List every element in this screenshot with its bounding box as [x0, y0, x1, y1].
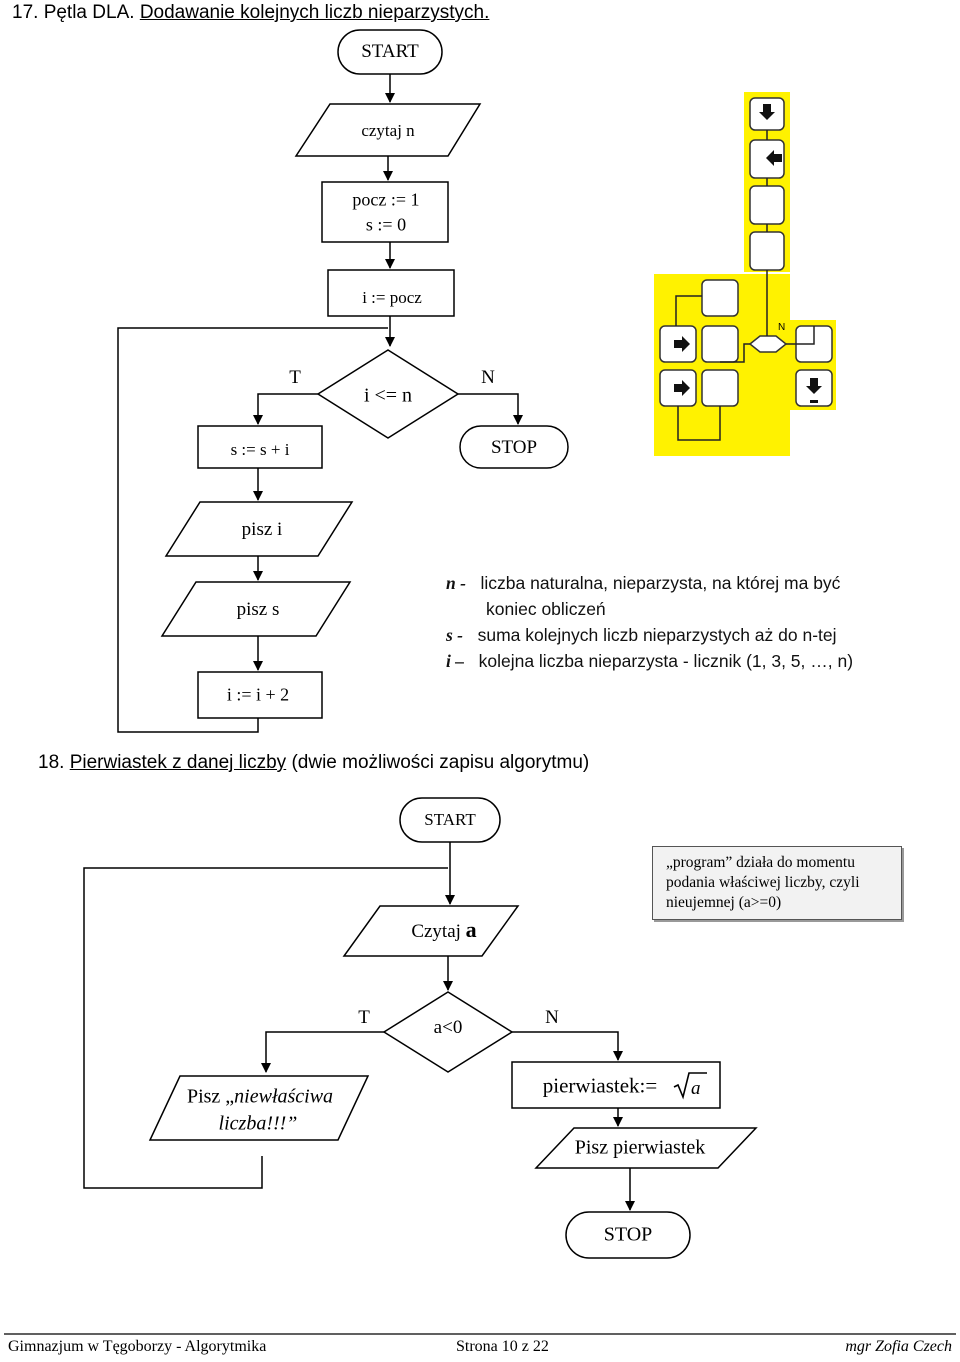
section17-number: 17. Pętla DLA. — [12, 2, 135, 23]
sqrt-icon: a — [672, 1070, 708, 1100]
error-prefix: Pisz „ — [186, 1085, 235, 1108]
footer-page-total: 22 — [532, 1338, 549, 1355]
loop-init-label: i := pocz — [362, 288, 422, 307]
no-label-18: N — [545, 1007, 559, 1028]
section18-title: Pierwiastek z danej liczby — [69, 752, 287, 773]
legend-text-n: liczba naturalna, nieparzysta, na której… — [480, 573, 841, 593]
stop-terminal — [459, 425, 569, 469]
footer-school: Gimnazjum w Tęgoborzy - Algorytmika — [8, 1338, 267, 1355]
read-n-parallelogram — [294, 103, 482, 157]
legend-text-s: suma kolejnych liczb nieparzystych aż do… — [477, 625, 837, 645]
legend-row-s: s - suma kolejnych liczb nieparzystych a… — [446, 622, 853, 648]
sqrt-symbol: a — [673, 1072, 707, 1100]
footer-page-number: 10 — [501, 1338, 518, 1355]
init-box — [321, 181, 449, 243]
print-i-label: pisz i — [241, 519, 283, 540]
condition-label: i <= n — [363, 384, 413, 407]
legend-text-i: kolejna liczba nieparzysta - licznik (1,… — [478, 651, 854, 671]
sum-box — [197, 425, 323, 469]
read-a-label: Czytaj a — [411, 917, 476, 943]
condition-label-18: a<0 — [433, 1017, 463, 1038]
print-i-parallelogram — [164, 501, 354, 557]
legend-symbol-i: i – — [446, 651, 464, 671]
error-parallelogram — [148, 1075, 370, 1141]
read-a-prefix: Czytaj — [411, 921, 461, 942]
footer-author: mgr Zofia Czech — [845, 1338, 952, 1355]
legend-symbol-s: s - — [446, 625, 464, 645]
read-a-var: a — [465, 917, 477, 942]
print-s-label: pisz s — [236, 599, 280, 620]
stop-terminal-18 — [565, 1211, 691, 1259]
loop-init-box — [327, 269, 455, 317]
read-n-label: czytaj n — [361, 121, 414, 141]
section18-subtitle: (dwie możliwości zapisu algorytmu) — [291, 752, 590, 773]
print-sqrt-label: Pisz pierwiastek — [574, 1136, 706, 1159]
legend-row-n: n - liczba naturalna, nieparzysta, na kt… — [446, 570, 853, 596]
increment-box — [197, 671, 323, 719]
legend-row-n-cont: koniec obliczeń — [486, 599, 606, 619]
variable-legend: n - liczba naturalna, nieparzysta, na kt… — [446, 570, 853, 674]
section17-title: Dodawanie kolejnych liczb nieparzystych. — [139, 2, 490, 23]
init-line1: pocz := 1 — [352, 189, 420, 210]
error-line2: liczba!!!” — [218, 1112, 298, 1135]
condition-diamond-18 — [382, 991, 514, 1073]
section18-heading: 18. Pierwiastek z danej liczby (dwie moż… — [38, 752, 589, 774]
compute-label: pierwiastek:= — [542, 1073, 658, 1098]
yes-label: T — [289, 367, 301, 388]
block-diagram-illustration: N — [654, 92, 836, 456]
start-label-18: START — [424, 810, 476, 829]
sqrt-var: a — [691, 1078, 701, 1099]
stop-label: STOP — [490, 437, 538, 458]
start-label: START — [361, 41, 419, 62]
print-s-parallelogram — [160, 581, 352, 637]
section18-number: 18. — [38, 752, 65, 773]
stop-label-18: STOP — [603, 1223, 653, 1246]
read-a-parallelogram — [342, 905, 520, 957]
block-n-label: N — [778, 322, 785, 333]
condition-diamond — [316, 349, 460, 439]
print-sqrt-parallelogram — [534, 1127, 758, 1169]
increment-label: i := i + 2 — [226, 684, 290, 705]
error-line1: Pisz „niewłaściwa — [187, 1086, 333, 1109]
init-line2: s := 0 — [365, 214, 407, 235]
section17-heading: 17. Pętla DLA. Dodawanie kolejnych liczb… — [12, 2, 489, 24]
footer-page-prefix: Strona — [456, 1338, 498, 1355]
legend-row-i: i – kolejna liczba nieparzysta - licznik… — [446, 648, 853, 674]
error-italic: niewłaściwa — [234, 1085, 334, 1108]
read-n-text: czytaj n — [361, 121, 415, 140]
footer-page-sep: z — [521, 1338, 529, 1355]
footer-page: Strona 10 z 22 — [456, 1338, 549, 1356]
no-label: N — [481, 367, 495, 388]
legend-symbol-n: n - — [446, 573, 466, 593]
yes-label-18: T — [358, 1007, 370, 1028]
note-box: „program” działa do momentu podania właś… — [652, 846, 902, 920]
sum-label: s := s + i — [230, 440, 290, 459]
